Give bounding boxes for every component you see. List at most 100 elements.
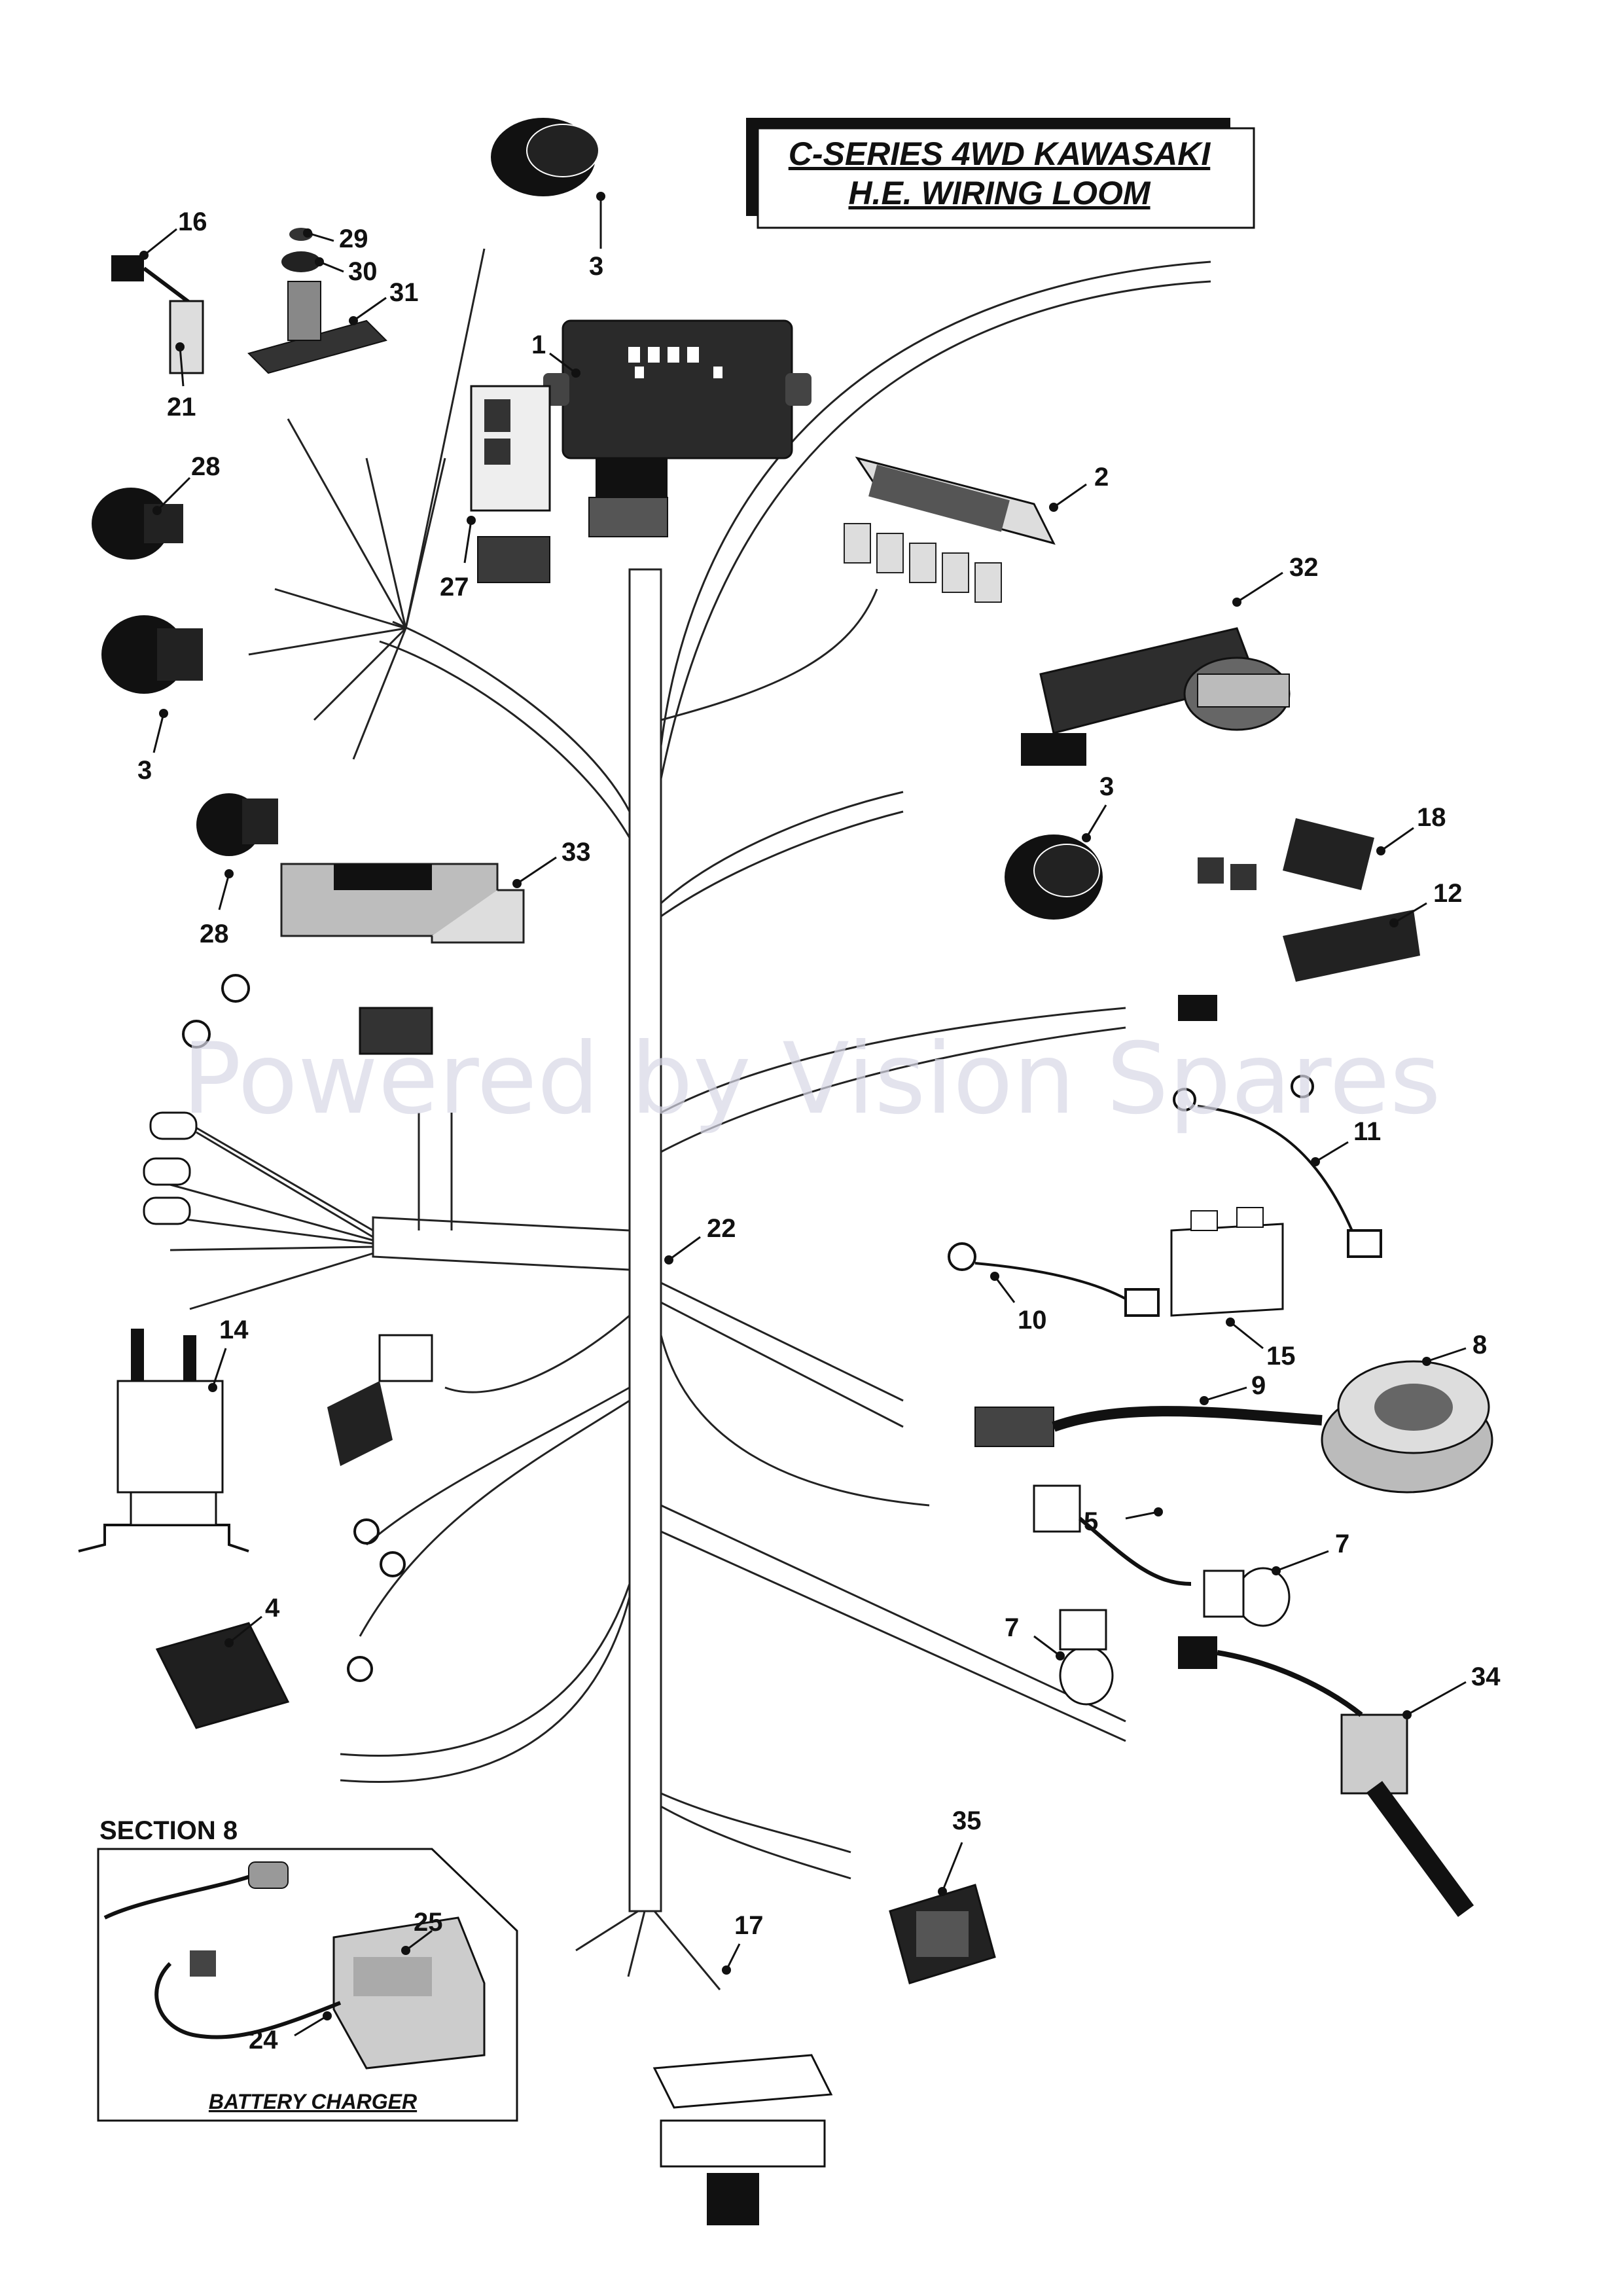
part-7-bulb-right	[1203, 1567, 1291, 1627]
svg-text:12: 12	[1433, 879, 1463, 908]
part-15-battery	[1170, 1207, 1284, 1317]
svg-text:18: 18	[1417, 803, 1446, 832]
svg-text:1: 1	[531, 331, 546, 359]
part-17-control-panel	[652, 2054, 833, 2225]
svg-text:17: 17	[734, 1911, 764, 1940]
svg-text:27: 27	[440, 573, 469, 601]
svg-text:2: 2	[1094, 463, 1109, 492]
callout-25: 25	[401, 1908, 443, 1955]
callout-32: 32	[1232, 553, 1319, 607]
connector-block-left	[327, 1007, 433, 1466]
title-line1: C-SERIES 4WD KAWASAKI	[789, 135, 1211, 172]
callout-33: 33	[512, 838, 591, 888]
callout-17: 17	[722, 1911, 764, 1975]
callout-35: 35	[938, 1806, 982, 1896]
part-16-key	[111, 255, 198, 310]
part-14-solenoid	[78, 1329, 249, 1552]
svg-text:34: 34	[1471, 1662, 1501, 1691]
callout-3-left: 3	[137, 709, 168, 785]
part-27-fuse-box	[470, 385, 551, 583]
callout-15: 15	[1226, 1318, 1296, 1371]
main-harness	[169, 248, 1211, 1990]
part-2-display	[844, 456, 1056, 603]
callout-14: 14	[208, 1316, 249, 1392]
callout-1: 1	[531, 331, 580, 378]
part-5-lamp-harness	[1033, 1484, 1192, 1586]
svg-text:25: 25	[414, 1908, 443, 1937]
svg-text:15: 15	[1266, 1342, 1296, 1371]
svg-text:7: 7	[1335, 1530, 1349, 1558]
title-line2: H.E. WIRING LOOM	[848, 175, 1150, 211]
callout-30: 30	[315, 257, 378, 286]
callout-4: 4	[224, 1594, 280, 1647]
part-32-actuator	[1021, 627, 1291, 766]
callout-12: 12	[1389, 879, 1463, 927]
part-12-sensor-arm	[1178, 910, 1420, 1021]
svg-text:29: 29	[339, 224, 368, 253]
callout-8: 8	[1422, 1331, 1487, 1366]
section-8-box: SECTION 8 BATTERY CHARGER	[97, 1816, 518, 2122]
svg-text:28: 28	[191, 452, 221, 481]
svg-text:24: 24	[249, 2026, 278, 2054]
callout-5: 5	[1084, 1507, 1163, 1536]
svg-text:30: 30	[348, 257, 378, 286]
bullet-connectors	[143, 1111, 198, 1225]
part-1-ecu	[543, 319, 812, 537]
part-28-switch-upper-left	[92, 488, 183, 560]
callout-3-top: 3	[589, 192, 605, 281]
svg-text:3: 3	[1099, 772, 1114, 801]
part-33-module	[280, 863, 525, 944]
svg-text:35: 35	[952, 1806, 982, 1835]
callout-27: 27	[440, 516, 476, 601]
part-31-pcb-switch	[247, 228, 387, 374]
callout-9: 9	[1200, 1371, 1266, 1405]
svg-text:31: 31	[389, 278, 419, 307]
svg-text:3: 3	[137, 756, 152, 785]
callout-28-lower: 28	[200, 869, 234, 948]
part-3-switch-right	[1005, 834, 1103, 920]
callout-2: 2	[1049, 463, 1109, 512]
part-11-lead	[1173, 1075, 1382, 1258]
svg-text:16: 16	[178, 207, 207, 236]
svg-text:32: 32	[1289, 553, 1319, 582]
part-10-lead	[948, 1242, 1160, 1317]
svg-text:33: 33	[562, 838, 591, 867]
callout-7-left: 7	[1005, 1613, 1065, 1660]
callout-3-right: 3	[1082, 772, 1114, 842]
svg-text:3: 3	[589, 252, 603, 281]
ring-terminals	[182, 974, 406, 1682]
callout-18: 18	[1376, 803, 1446, 855]
battery-charger-caption: BATTERY CHARGER	[209, 2090, 417, 2113]
callout-7-right: 7	[1272, 1530, 1349, 1575]
part-35-power-socket	[889, 1884, 996, 1984]
callout-21: 21	[167, 342, 196, 422]
svg-text:14: 14	[219, 1316, 249, 1344]
part-4-relay	[155, 1622, 290, 1729]
svg-text:11: 11	[1353, 1117, 1381, 1146]
part-7-bulb-left	[1059, 1609, 1114, 1706]
callout-28-upper: 28	[152, 452, 221, 515]
svg-text:4: 4	[265, 1594, 280, 1623]
part-21-ignition	[169, 300, 204, 374]
svg-text:5: 5	[1084, 1507, 1098, 1536]
callouts: 1 2 3 3 3 4 5 7 7 8 9 10 11 12 14 15 16 …	[137, 192, 1501, 2054]
watermark: Powered by Vision Spares	[182, 1022, 1441, 1136]
svg-text:22: 22	[707, 1214, 736, 1243]
callout-10: 10	[990, 1272, 1047, 1335]
callout-16: 16	[139, 207, 207, 260]
part-34-actuator	[1178, 1636, 1474, 1917]
callout-31: 31	[349, 278, 419, 325]
svg-text:7: 7	[1005, 1613, 1019, 1642]
part-9-clutch-lead	[974, 1406, 1323, 1447]
callout-22: 22	[664, 1214, 736, 1265]
part-3-switch-left	[101, 615, 203, 694]
svg-text:21: 21	[167, 393, 196, 422]
svg-text:10: 10	[1018, 1306, 1047, 1335]
part-28-switch-lower-left	[196, 793, 278, 856]
section-8-heading: SECTION 8	[99, 1816, 238, 1845]
title-box: C-SERIES 4WD KAWASAKI H.E. WIRING LOOM	[746, 118, 1255, 229]
svg-text:28: 28	[200, 920, 229, 948]
svg-text:9: 9	[1251, 1371, 1266, 1400]
part-8-pto-clutch	[1321, 1360, 1493, 1494]
